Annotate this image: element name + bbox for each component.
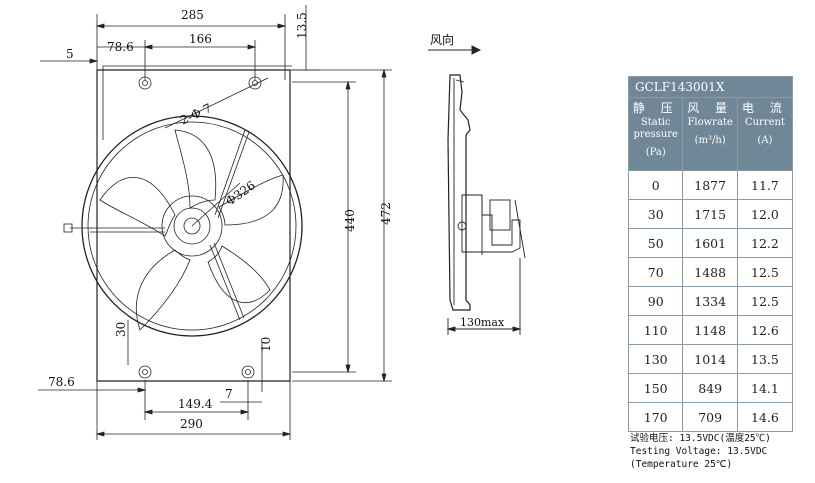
dim-bottom-hole: 7 <box>225 387 233 401</box>
dim-bottom-spacing: 149.4 <box>178 397 213 411</box>
dim-top-gap: 13.5 <box>295 12 309 39</box>
side-view-drawing: 风向 130max <box>428 32 526 335</box>
spec-table: GCLF143001X 静 压 Static pressure (Pa) 风 量… <box>627 76 794 432</box>
dim-hole-offset-bottom: 78.6 <box>48 375 75 389</box>
test-note-line1: 试验电压: 13.5VDC(温度25℃) <box>630 433 771 444</box>
depth-label: 130max <box>460 316 505 329</box>
dim-hole-offset-top: 78.6 <box>107 40 134 54</box>
test-note-line2: Testing Voltage: 13.5VDC <box>630 446 768 457</box>
dim-fan-diameter: Φ326 <box>223 178 258 208</box>
dim-left-offset: 5 <box>66 47 74 61</box>
dim-left-vertical: 30 <box>114 322 128 337</box>
header-flowrate: 风 量 Flowrate (m³/h) <box>682 97 738 171</box>
test-note: 试验电压: 13.5VDC(温度25℃) Testing Voltage: 13… <box>630 432 771 471</box>
dim-hole-spacing-top: 166 <box>189 32 212 46</box>
airflow-label: 风向 <box>430 32 454 47</box>
dim-inner-height: 440 <box>343 209 357 232</box>
dim-overall-width-bottom: 290 <box>180 417 203 431</box>
dim-overall-width-top: 285 <box>181 8 204 22</box>
header-static-pressure: 静 压 Static pressure (Pa) <box>627 97 684 171</box>
front-view-drawing: 285 5 78.6 166 13.5 2-Φ 7 Φ326 440 472 7… <box>38 5 393 440</box>
test-note-line3: (Temperature 25℃) <box>630 459 733 470</box>
dim-overall-height: 472 <box>379 202 393 225</box>
dim-bottom-gap: 10 <box>259 337 273 352</box>
model-number: GCLF143001X <box>628 76 793 98</box>
header-current: 电 流 Current (A) <box>736 97 794 171</box>
